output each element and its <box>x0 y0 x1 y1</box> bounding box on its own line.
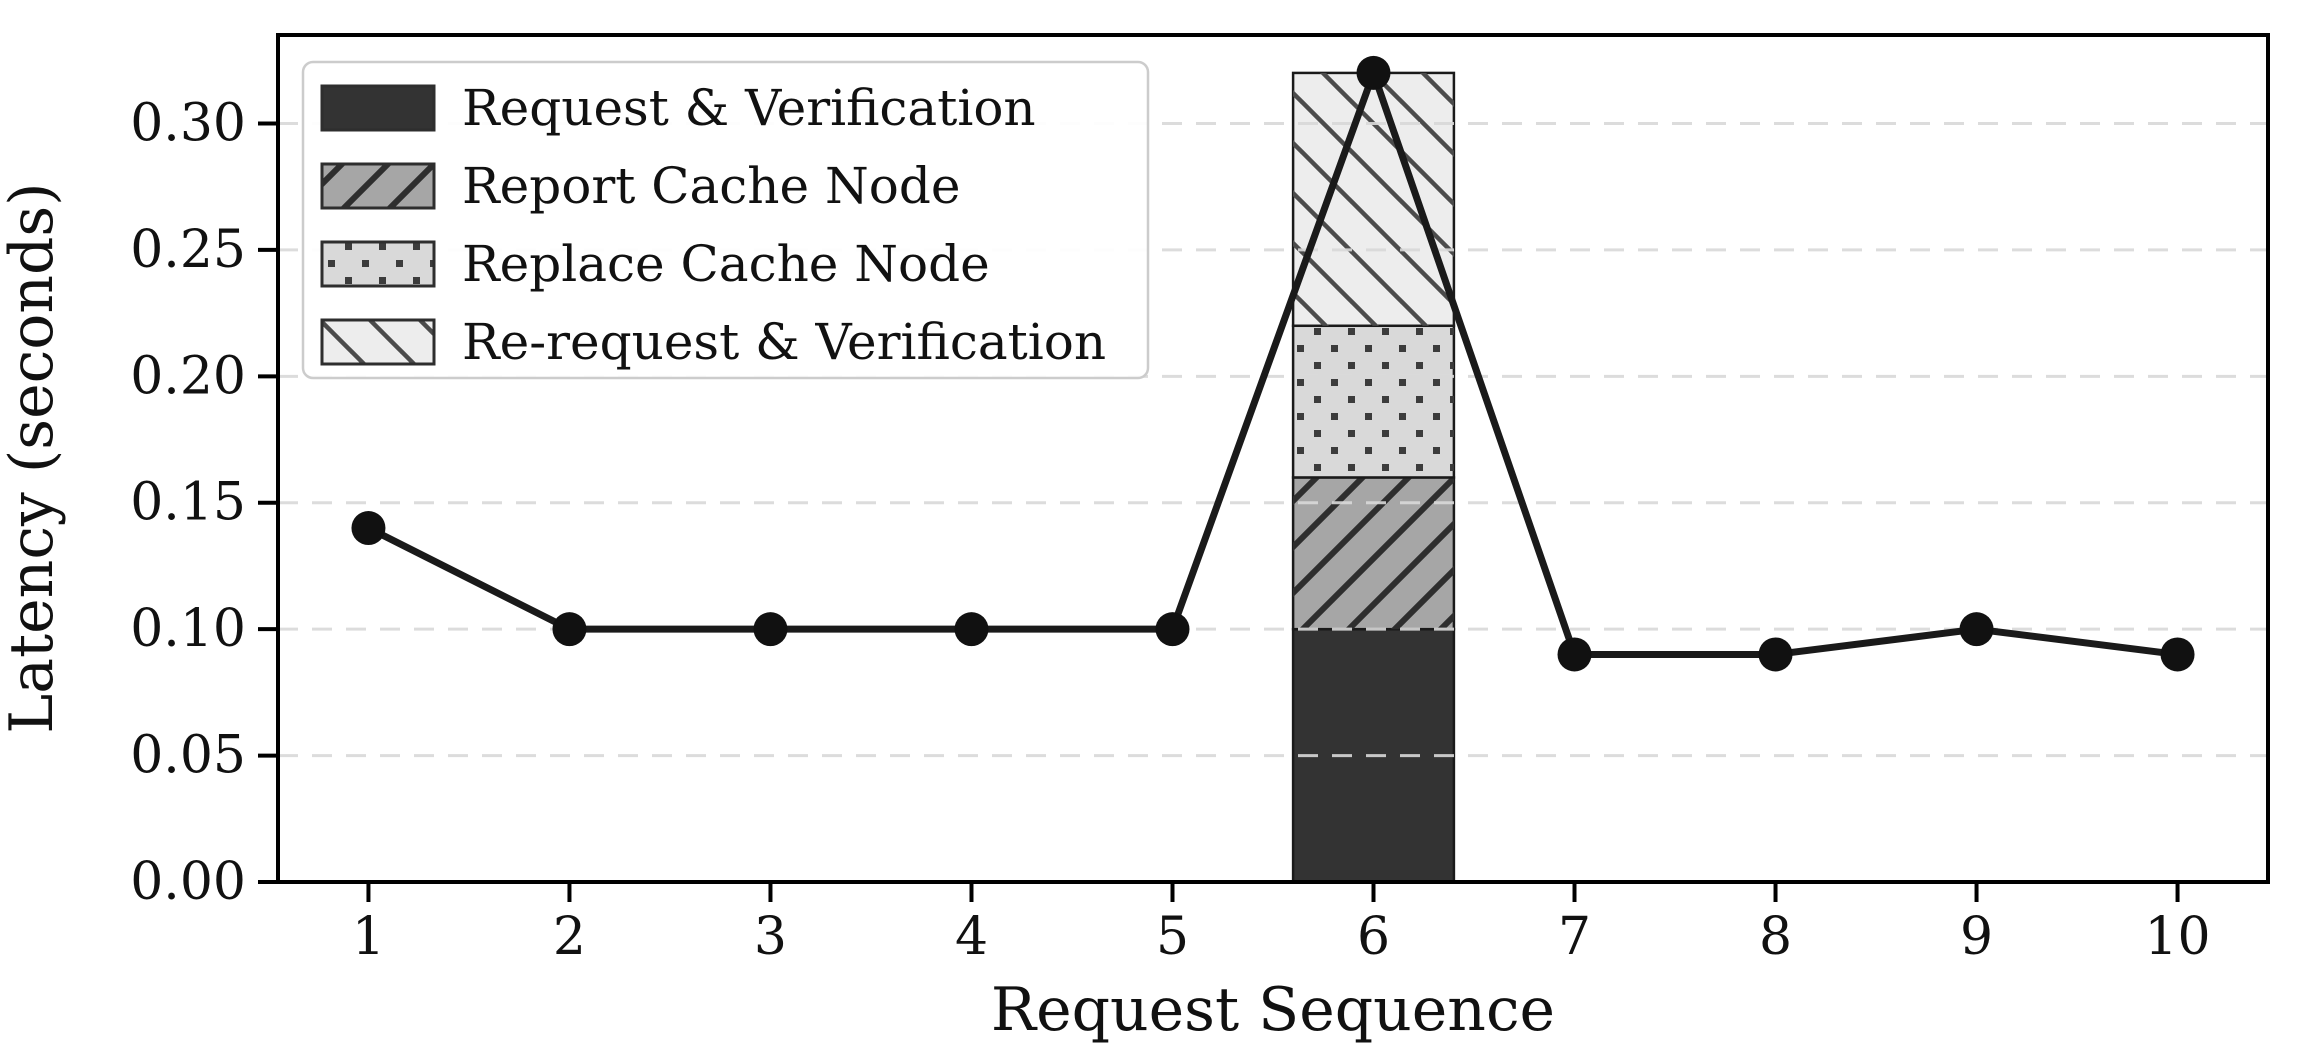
x-tick-label: 9 <box>1960 907 1993 967</box>
legend-swatch-hatch <box>320 240 436 288</box>
bar-segment-hatch-2 <box>1293 477 1454 630</box>
plot-frame <box>276 33 2270 884</box>
chart-plot-area: 0.00 0.05 0.10 0.15 0.20 0.25 0.30 1 2 3 4 5 6 7 8 9 10 R… <box>130 33 2270 967</box>
y-tick-label: 0.30 <box>130 93 246 153</box>
data-point-marker <box>1557 637 1592 672</box>
bar-segment-hatch-3 <box>1293 325 1454 478</box>
legend-swatch-hatch <box>320 162 436 210</box>
data-point-marker <box>351 511 386 546</box>
latency-line <box>364 69 2182 658</box>
data-point-marker <box>1959 612 1994 647</box>
legend-label: Report Cache Node <box>462 157 960 215</box>
x-tick-label: 1 <box>352 907 385 967</box>
y-tick-label: 0.10 <box>130 599 246 659</box>
data-point-marker <box>1155 612 1190 647</box>
x-tick-label: 10 <box>2144 907 2210 967</box>
legend-label: Replace Cache Node <box>462 235 990 293</box>
y-tick-label: 0.20 <box>130 346 246 406</box>
x-tick-label: 5 <box>1156 907 1189 967</box>
data-point-marker <box>1356 55 1391 90</box>
data-point-marker <box>2160 637 2195 672</box>
legend-label: Request & Verification <box>462 79 1036 137</box>
legend-swatch <box>320 84 436 132</box>
y-tick-label: 0.00 <box>130 852 246 912</box>
y-tick-label: 0.05 <box>130 726 246 786</box>
legend-box <box>301 60 1150 380</box>
x-tick-label: 3 <box>754 907 787 967</box>
data-point-marker <box>1758 637 1793 672</box>
y-axis-label: Latency (seconds) <box>0 182 67 733</box>
legend-label: Re-request & Verification <box>462 313 1106 371</box>
y-tick-label: 0.25 <box>130 220 246 280</box>
legend-swatch-hatch <box>320 318 436 366</box>
x-axis-label: Request Sequence <box>991 975 1555 1045</box>
x-tick-label: 4 <box>955 907 988 967</box>
data-point-marker <box>954 612 989 647</box>
bar-segment-hatch-4 <box>1293 72 1454 326</box>
x-tick-label: 8 <box>1759 907 1792 967</box>
data-point-marker <box>753 612 788 647</box>
x-tick-label: 6 <box>1357 907 1390 967</box>
x-tick-label: 7 <box>1558 907 1591 967</box>
y-tick-label: 0.15 <box>130 473 246 533</box>
data-point-marker <box>552 612 587 647</box>
x-tick-label: 2 <box>553 907 586 967</box>
